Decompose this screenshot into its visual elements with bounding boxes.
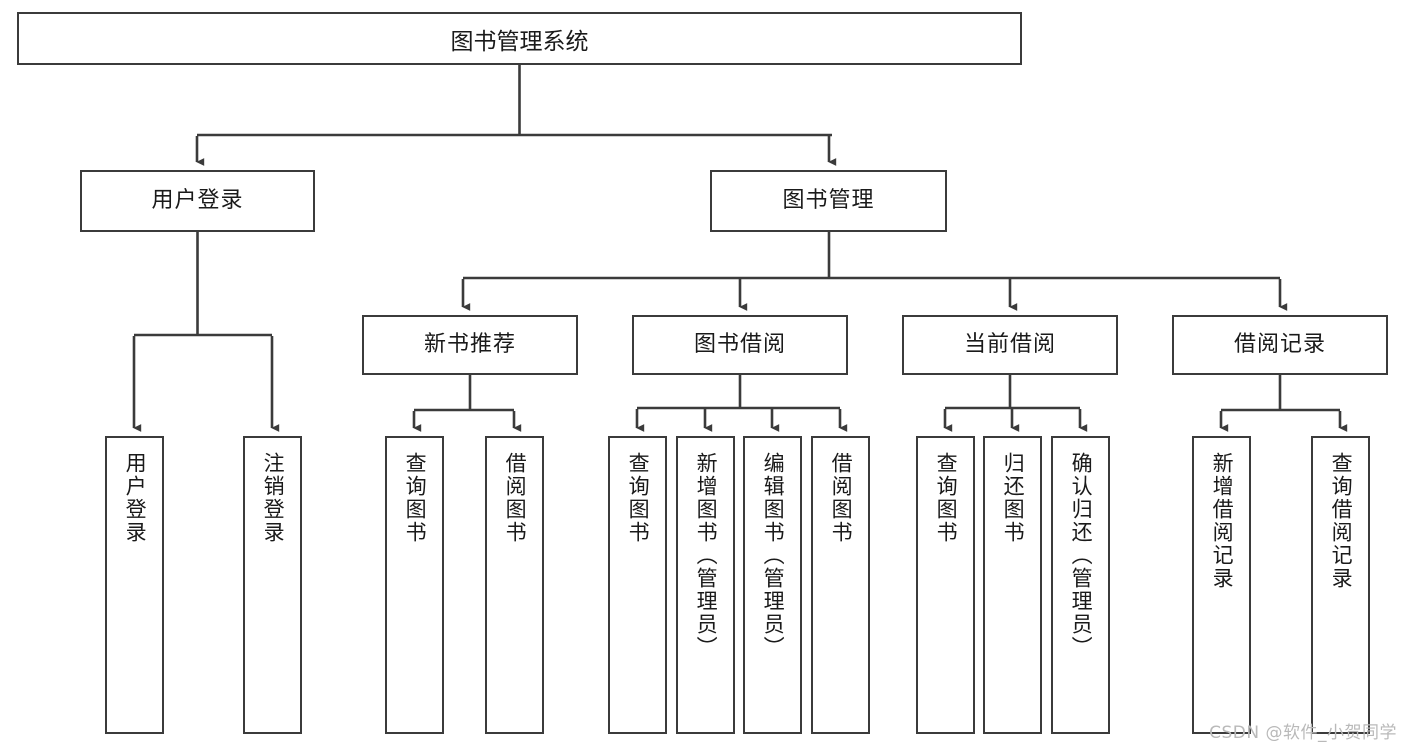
leaf-book-borrow-add[interactable]: 新增图书（管理员） bbox=[676, 436, 735, 734]
leaf-user-login-logout[interactable]: 注销登录 bbox=[243, 436, 302, 734]
node-new-book-recommend[interactable]: 新书推荐 bbox=[362, 315, 578, 375]
node-book-management[interactable]: 图书管理 bbox=[710, 170, 947, 232]
csdn-watermark: CSDN @软件_小贺同学 bbox=[1209, 723, 1397, 743]
leaf-user-login-login[interactable]: 用户登录 bbox=[105, 436, 164, 734]
leaf-new-book-query[interactable]: 查询图书 bbox=[385, 436, 444, 734]
leaf-label: 编辑图书（管理员） bbox=[761, 452, 786, 659]
leaf-label: 查询图书 bbox=[626, 452, 651, 544]
leaf-label: 用户登录 bbox=[123, 452, 148, 544]
leaf-label: 借阅图书 bbox=[829, 452, 854, 544]
leaf-label: 新增图书（管理员） bbox=[694, 452, 719, 659]
leaf-borrow-record-query[interactable]: 查询借阅记录 bbox=[1311, 436, 1370, 734]
leaf-label: 归还图书 bbox=[1001, 452, 1026, 544]
leaf-current-borrow-return[interactable]: 归还图书 bbox=[983, 436, 1042, 734]
leaf-book-borrow-edit[interactable]: 编辑图书（管理员） bbox=[743, 436, 802, 734]
leaf-label: 确认归还（管理员） bbox=[1069, 452, 1094, 659]
node-book-borrow[interactable]: 图书借阅 bbox=[632, 315, 848, 375]
node-user-login[interactable]: 用户登录 bbox=[80, 170, 315, 232]
node-root-system[interactable]: 图书管理系统 bbox=[17, 12, 1022, 65]
leaf-label: 查询图书 bbox=[934, 452, 959, 544]
node-current-borrow[interactable]: 当前借阅 bbox=[902, 315, 1118, 375]
node-borrow-record[interactable]: 借阅记录 bbox=[1172, 315, 1388, 375]
leaf-current-borrow-query[interactable]: 查询图书 bbox=[916, 436, 975, 734]
leaf-new-book-borrow[interactable]: 借阅图书 bbox=[485, 436, 544, 734]
leaf-book-borrow-query[interactable]: 查询图书 bbox=[608, 436, 667, 734]
leaf-label: 查询借阅记录 bbox=[1329, 452, 1354, 590]
leaf-label: 查询图书 bbox=[403, 452, 428, 544]
leaf-label: 新增借阅记录 bbox=[1210, 452, 1235, 590]
leaf-label: 注销登录 bbox=[261, 452, 286, 544]
leaf-book-borrow-borrow[interactable]: 借阅图书 bbox=[811, 436, 870, 734]
leaf-current-borrow-confirm-return[interactable]: 确认归还（管理员） bbox=[1051, 436, 1110, 734]
leaf-borrow-record-add[interactable]: 新增借阅记录 bbox=[1192, 436, 1251, 734]
leaf-label: 借阅图书 bbox=[503, 452, 528, 544]
